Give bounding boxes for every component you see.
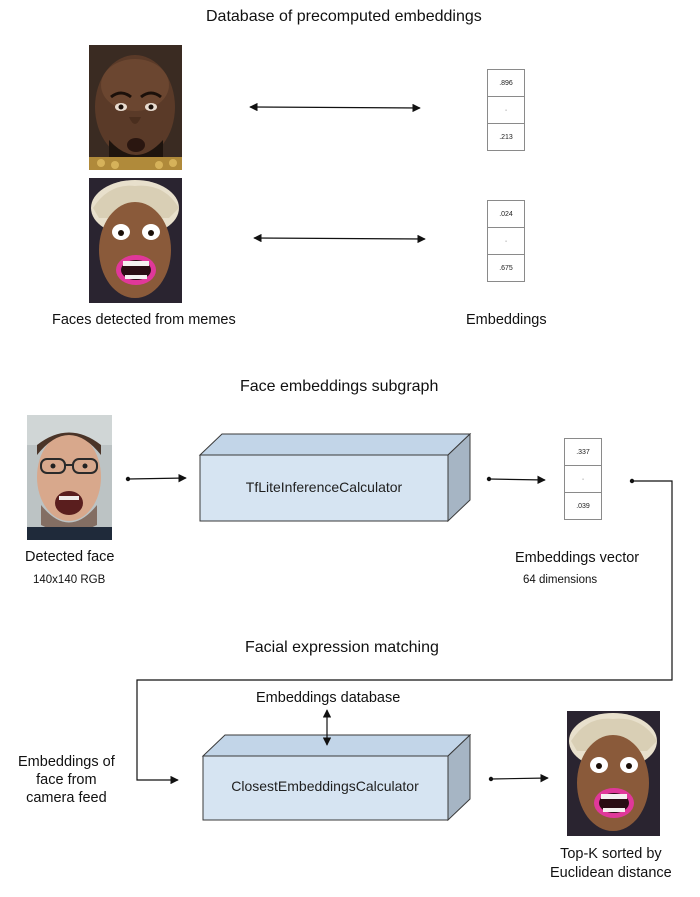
- closest-to-result-arrow: [490, 773, 549, 783]
- vector-value-mid: ·: [565, 466, 601, 493]
- closest-box-front: [202, 755, 449, 821]
- camera-label-line-3: camera feed: [26, 790, 107, 806]
- vector-value-top: .337: [565, 439, 601, 466]
- tflite-box-front: [199, 454, 449, 522]
- topk-label: Top-K sorted by Euclidean distance: [550, 845, 672, 883]
- camera-embeddings-label: Embeddings of face from camera feed: [18, 753, 115, 807]
- tflite-box-top: [198, 433, 472, 456]
- closest-box-top: [201, 734, 472, 757]
- vector-value-bottom: .675: [499, 264, 513, 272]
- tflite-to-vector-arrow: [488, 475, 546, 485]
- vector-to-matching-connector: [136, 480, 673, 785]
- meme-face-2-photo: [89, 178, 182, 303]
- face1-embedding-arrow: [249, 102, 421, 113]
- vector-value-mid: ·: [488, 97, 524, 124]
- faces-label: Faces detected from memes: [52, 312, 236, 328]
- closest-calculator-label: ClosestEmbeddingsCalculator: [231, 778, 419, 794]
- embedding-vector-2: .024 · .675: [487, 200, 525, 282]
- camera-label-line-2: face from: [36, 772, 97, 788]
- tflite-calculator-box: TfLiteInferenceCalculator: [198, 432, 472, 523]
- camera-label-line-1: Embeddings of: [18, 754, 115, 770]
- detected-face-label: Detected face: [25, 549, 115, 565]
- meme-face-1-photo: [89, 45, 182, 170]
- vector-value-top: .896: [488, 70, 524, 97]
- tflite-calculator-label: TfLiteInferenceCalculator: [246, 479, 403, 495]
- vector-value-top: .024: [488, 201, 524, 228]
- embeddings-dimensions: 64 dimensions: [523, 574, 598, 586]
- face-to-tflite-arrow: [127, 473, 187, 483]
- result-face-photo: [567, 711, 660, 836]
- section1-title: Database of precomputed embeddings: [206, 8, 482, 25]
- embedding-vector-1: .896 · .213: [487, 69, 525, 151]
- section2-title: Face embeddings subgraph: [240, 378, 439, 395]
- vector-value-bottom: .213: [499, 133, 513, 141]
- detected-face-photo: [27, 415, 112, 540]
- vector-value-bottom: .039: [576, 502, 590, 510]
- embeddings-database-label: Embeddings database: [256, 690, 401, 706]
- topk-label-line-2: Euclidean distance: [550, 865, 672, 881]
- embeddings-label: Embeddings: [466, 312, 547, 328]
- vector-value-mid: ·: [488, 228, 524, 255]
- embeddings-output-vector: .337 · .039: [564, 438, 602, 520]
- topk-label-line-1: Top-K sorted by: [560, 846, 662, 862]
- closest-calculator-box: ClosestEmbeddingsCalculator: [201, 733, 472, 822]
- section3-title: Facial expression matching: [245, 639, 439, 656]
- detected-face-size: 140x140 RGB: [33, 574, 106, 586]
- embeddings-vector-label: Embeddings vector: [515, 550, 640, 566]
- face2-embedding-arrow: [253, 233, 426, 244]
